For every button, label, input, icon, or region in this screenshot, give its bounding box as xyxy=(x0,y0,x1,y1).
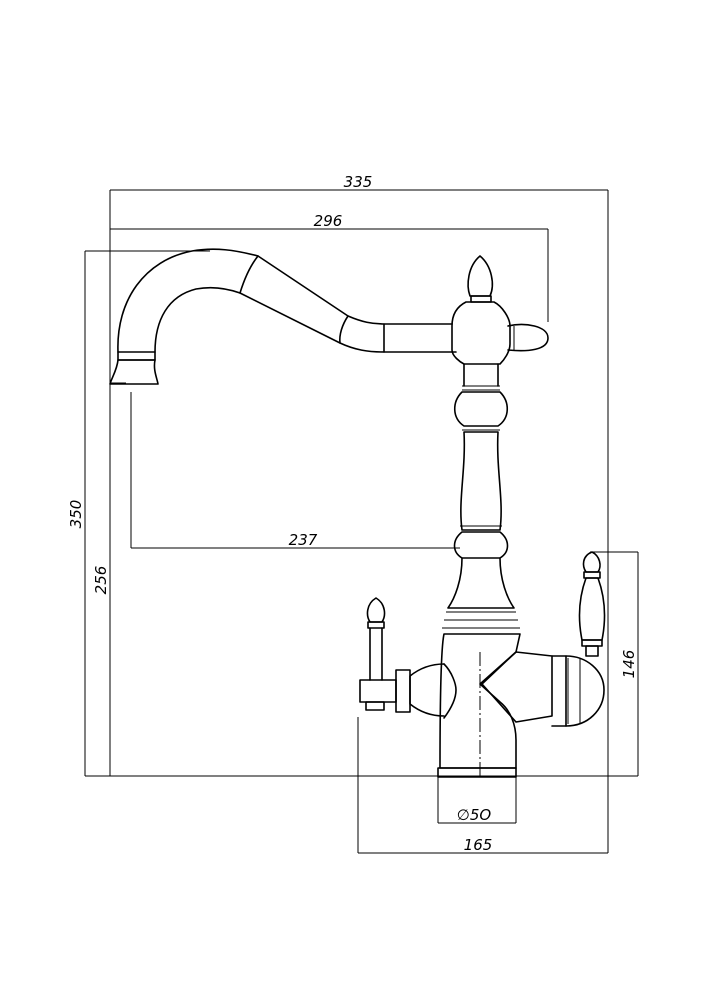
spout-joint-2 xyxy=(339,315,349,344)
left-handle xyxy=(359,597,445,717)
top-lever-handle-icon xyxy=(507,323,549,352)
right-handle-cone xyxy=(481,651,553,723)
label-handle-span: 165 xyxy=(464,836,493,854)
left-lever-tip-icon xyxy=(366,597,386,623)
right-lever-body xyxy=(578,577,606,641)
right-lever-collar xyxy=(583,571,601,579)
right-handle xyxy=(481,551,606,727)
right-handle-collar xyxy=(551,655,567,727)
spout-bottom-edge xyxy=(154,286,457,353)
top-finial-icon xyxy=(467,255,494,297)
neck-sides xyxy=(463,363,499,387)
label-handle-height: 146 xyxy=(620,650,638,679)
spout xyxy=(109,248,457,385)
dimension-lines xyxy=(84,189,639,854)
aerator-nozzle xyxy=(109,359,159,385)
right-lever-stem xyxy=(585,645,599,657)
left-handle-cap xyxy=(409,663,445,717)
label-overall-width: 335 xyxy=(344,173,373,191)
left-lever-body xyxy=(369,627,383,681)
spout-joint-1 xyxy=(239,255,259,294)
spout-top-edge xyxy=(117,248,453,353)
label-spout-to-body: 237 xyxy=(289,531,318,549)
left-socket-bulge xyxy=(443,663,457,719)
finial-collar xyxy=(470,295,492,303)
base-ring xyxy=(437,767,517,778)
aerator-ring xyxy=(117,351,156,361)
dimension-labels: 335 296 237 ∅5O 165 350 256 146 xyxy=(67,173,638,854)
upper-bead xyxy=(453,391,509,427)
lower-bead xyxy=(453,531,509,559)
label-spout-reach: 296 xyxy=(314,212,343,230)
flared-neck xyxy=(447,557,515,609)
label-spout-height: 256 xyxy=(92,566,110,595)
column-shaft xyxy=(460,431,502,531)
left-lever-base xyxy=(365,701,385,711)
left-handle-hub xyxy=(359,679,397,703)
faucet-body xyxy=(437,255,549,778)
left-lever-collar xyxy=(367,621,385,629)
left-handle-collar xyxy=(395,669,411,713)
head-ball xyxy=(451,301,511,365)
right-lever-base xyxy=(581,639,603,647)
label-overall-height: 350 xyxy=(67,500,85,529)
right-lever-tip-icon xyxy=(582,551,601,573)
label-base-diameter: ∅5O xyxy=(457,806,492,824)
right-handle-cap xyxy=(565,655,605,727)
